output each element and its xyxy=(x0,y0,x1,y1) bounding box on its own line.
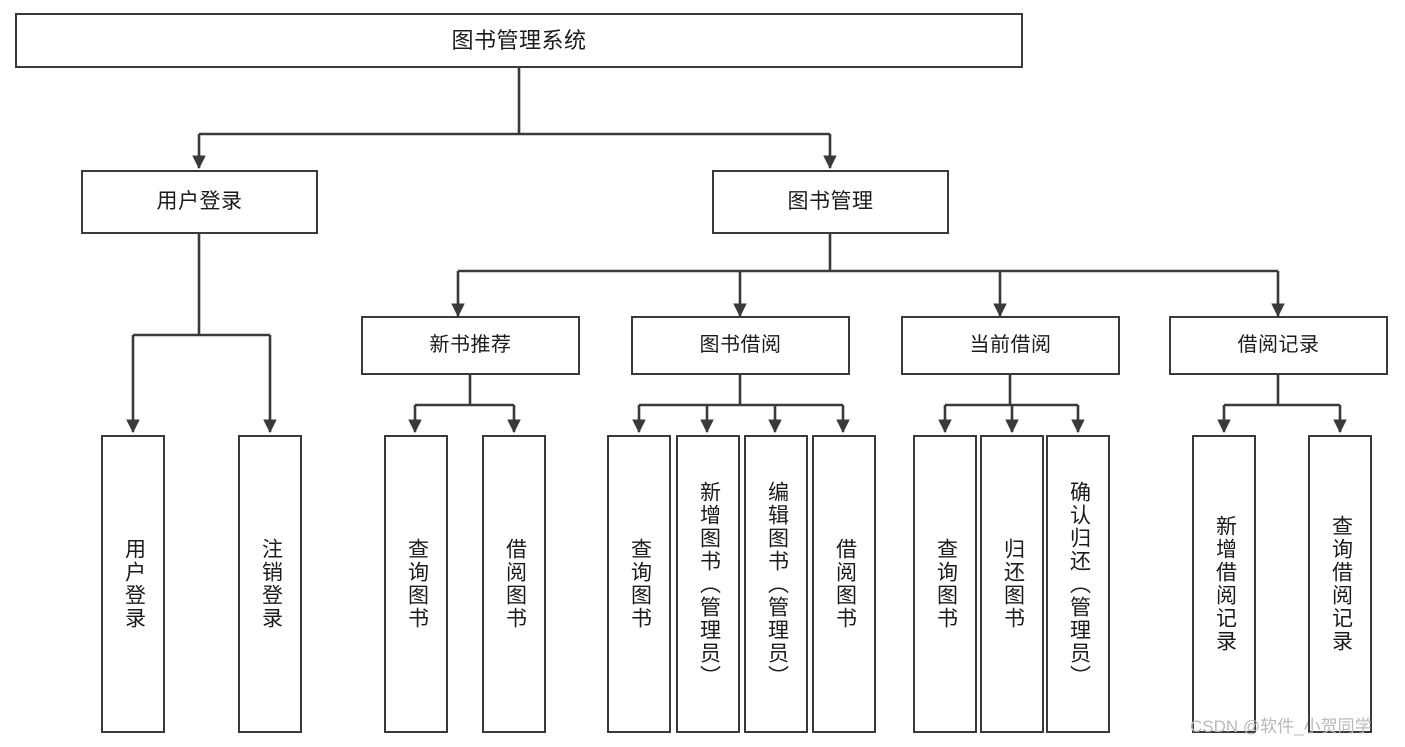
csdn-watermark: CSDN @软件_小贺同学 xyxy=(1190,717,1372,736)
node-leaf-book-borrow-edit[interactable]: 编辑图书（管理员） xyxy=(744,435,808,733)
node-leaf-current-borrow-confirm-label: 确认归还（管理员） xyxy=(1067,480,1091,688)
node-leaf-borrow-record-query[interactable]: 查询借阅记录 xyxy=(1308,435,1372,733)
node-leaf-book-borrow-query[interactable]: 查询图书 xyxy=(607,435,671,733)
node-book-borrow[interactable]: 图书借阅 xyxy=(631,316,850,375)
node-leaf-borrow-record-add-label: 新增借阅记录 xyxy=(1213,515,1237,653)
node-leaf-user-login-signin-label: 用户登录 xyxy=(122,538,146,630)
node-new-book-recommend[interactable]: 新书推荐 xyxy=(361,316,580,375)
node-leaf-book-borrow-add[interactable]: 新增图书（管理员） xyxy=(676,435,740,733)
node-leaf-user-login-signout[interactable]: 注销登录 xyxy=(238,435,302,733)
node-root-system-label: 图书管理系统 xyxy=(451,27,587,53)
node-current-borrow[interactable]: 当前借阅 xyxy=(901,316,1120,375)
node-borrow-record[interactable]: 借阅记录 xyxy=(1169,316,1388,375)
node-leaf-book-borrow-edit-label: 编辑图书（管理员） xyxy=(765,480,789,688)
node-leaf-new-book-borrow-label: 借阅图书 xyxy=(503,538,527,630)
node-book-management-label: 图书管理 xyxy=(787,189,874,213)
node-leaf-user-login-signin[interactable]: 用户登录 xyxy=(101,435,165,733)
node-book-management[interactable]: 图书管理 xyxy=(712,170,949,234)
node-leaf-book-borrow-lend[interactable]: 借阅图书 xyxy=(812,435,876,733)
node-leaf-current-borrow-query-label: 查询图书 xyxy=(934,538,958,630)
node-leaf-user-login-signout-label: 注销登录 xyxy=(259,538,283,630)
node-leaf-book-borrow-query-label: 查询图书 xyxy=(628,538,652,630)
node-book-borrow-label: 图书借阅 xyxy=(699,333,782,356)
node-current-borrow-label: 当前借阅 xyxy=(969,333,1052,356)
node-root-system[interactable]: 图书管理系统 xyxy=(15,13,1023,68)
node-leaf-book-borrow-add-label: 新增图书（管理员） xyxy=(697,480,721,688)
node-leaf-current-borrow-return[interactable]: 归还图书 xyxy=(980,435,1044,733)
node-leaf-current-borrow-query[interactable]: 查询图书 xyxy=(913,435,977,733)
node-leaf-new-book-query[interactable]: 查询图书 xyxy=(384,435,448,733)
node-leaf-book-borrow-lend-label: 借阅图书 xyxy=(833,538,857,630)
node-user-login-label: 用户登录 xyxy=(156,189,243,213)
node-leaf-new-book-query-label: 查询图书 xyxy=(405,538,429,630)
node-leaf-borrow-record-query-label: 查询借阅记录 xyxy=(1329,515,1353,653)
node-leaf-current-borrow-return-label: 归还图书 xyxy=(1001,538,1025,630)
node-user-login[interactable]: 用户登录 xyxy=(81,170,318,234)
node-borrow-record-label: 借阅记录 xyxy=(1237,333,1320,356)
node-new-book-recommend-label: 新书推荐 xyxy=(429,333,512,356)
node-leaf-new-book-borrow[interactable]: 借阅图书 xyxy=(482,435,546,733)
node-leaf-borrow-record-add[interactable]: 新增借阅记录 xyxy=(1192,435,1256,733)
node-leaf-current-borrow-confirm[interactable]: 确认归还（管理员） xyxy=(1046,435,1110,733)
